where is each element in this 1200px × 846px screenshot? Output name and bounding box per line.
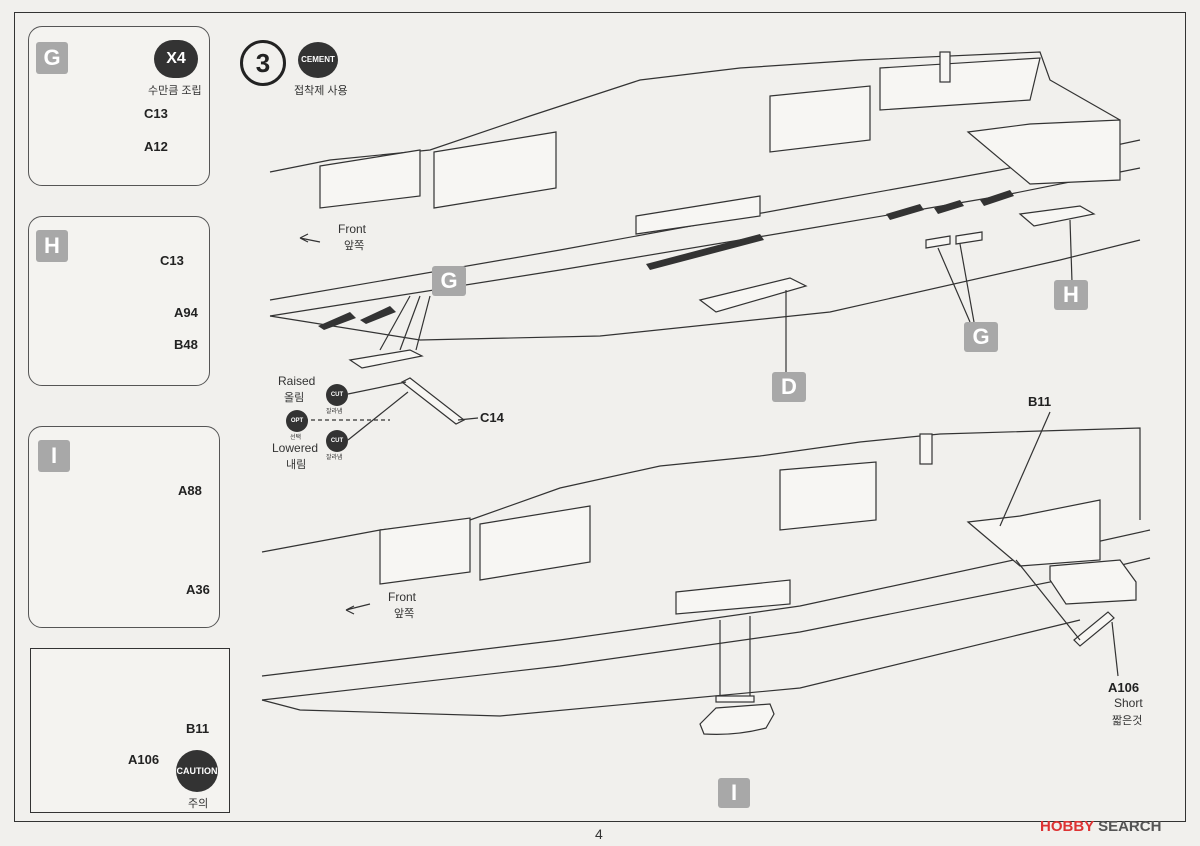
cement-note: 접착제 사용 xyxy=(294,85,348,97)
short-label: Short xyxy=(1114,696,1143,710)
part-label-a36: A36 xyxy=(186,582,210,597)
callout-d: D xyxy=(772,372,806,402)
lowered-label: Lowered xyxy=(272,441,319,455)
lowered-label-ko: 내림 xyxy=(286,459,307,471)
part-label-c13-h: C13 xyxy=(160,253,184,268)
watermark: HOBBY SEARCH xyxy=(1040,818,1161,835)
front-label-upper-ko: 앞쪽 xyxy=(344,240,365,252)
front-label-upper: Front xyxy=(338,222,367,236)
front-label-lower: Front xyxy=(388,590,417,604)
watermark-brand: HOBBY xyxy=(1040,818,1094,835)
callout-i: I xyxy=(718,778,750,808)
part-label-c14: C14 xyxy=(480,410,504,425)
step-number: 3 xyxy=(240,40,286,86)
panel-h-badge: H xyxy=(36,230,68,262)
part-label-b11: B11 xyxy=(1028,394,1052,409)
cut-badge-raised: CUT xyxy=(326,384,348,406)
instruction-sheet xyxy=(14,12,1186,822)
part-label-a12: A12 xyxy=(144,139,168,154)
callout-g-right: G xyxy=(964,322,998,352)
cut-badge-lowered: CUT xyxy=(326,430,348,452)
page-number: 4 xyxy=(595,826,603,842)
cut-note-lowered: 잘라냄 xyxy=(326,455,343,461)
callout-h: H xyxy=(1054,280,1088,310)
cement-badge: CEMENT xyxy=(298,42,338,78)
watermark-suffix: SEARCH xyxy=(1098,818,1162,835)
part-label-b11-caution: B11 xyxy=(186,721,210,736)
front-label-lower-ko: 앞쪽 xyxy=(394,608,415,620)
cut-note-raised: 잘라냄 xyxy=(326,409,343,415)
panel-g-badge: G xyxy=(36,42,68,74)
caution-note: 주의 xyxy=(188,798,209,810)
multiplier-note: 수만큼 조립 xyxy=(148,85,202,97)
part-label-a106: A106 xyxy=(1108,680,1140,695)
opt-note: 선택 xyxy=(290,435,302,441)
short-label-ko: 짧은것 xyxy=(1112,715,1143,727)
multiplier-badge: X4 xyxy=(154,40,198,78)
raised-label: Raised xyxy=(278,374,316,388)
part-label-a106-caution: A106 xyxy=(128,752,160,767)
callout-g-left: G xyxy=(432,266,466,296)
caution-badge: CAUTION xyxy=(176,750,218,792)
raised-label-ko: 올림 xyxy=(284,392,305,404)
panel-i-badge: I xyxy=(38,440,70,472)
part-label-c13-g: C13 xyxy=(144,106,168,121)
opt-badge: OPT xyxy=(286,410,308,432)
part-label-b48: B48 xyxy=(174,337,198,352)
part-label-a94: A94 xyxy=(174,305,198,320)
part-label-a88: A88 xyxy=(178,483,202,498)
